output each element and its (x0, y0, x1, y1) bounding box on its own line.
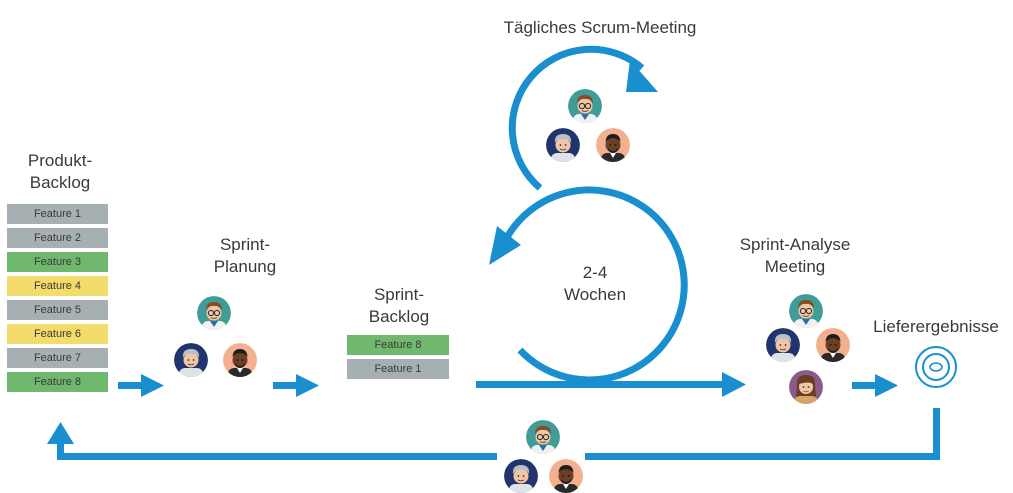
product-backlog-title: Produkt- Backlog (10, 150, 110, 194)
avatar-grey-hair (546, 128, 580, 167)
sprint-review-line2: Meeting (764, 257, 826, 276)
daily-cycle-arc (508, 45, 645, 191)
sprint-planning-line2: Planung (213, 257, 277, 276)
sprint-planning-label: Sprint- Planung (195, 234, 295, 278)
sprint-review-label: Sprint-Analyse Meeting (720, 234, 870, 278)
return-loop-up (57, 440, 64, 460)
deliverables-label: Lieferergebnisse (873, 317, 999, 336)
product-backlog-title-line1: Produkt- (27, 151, 93, 170)
sprint-review-line1: Sprint-Analyse (739, 235, 851, 254)
avatar-dark (596, 128, 630, 167)
sprint-backlog-title-line1: Sprint- (373, 285, 425, 304)
return-loop-right (585, 453, 940, 460)
team-review (766, 294, 850, 410)
sprint-backlog-title-line2: Backlog (368, 307, 430, 326)
flow-arrows (47, 372, 940, 460)
avatar-glasses (789, 294, 823, 333)
sprint-duration-line2: Wochen (563, 285, 627, 304)
product-backlog-item-2: Feature 2 (7, 228, 108, 248)
product-backlog-item-1: Feature 1 (7, 204, 108, 224)
product-backlog-item-3: Feature 3 (7, 252, 108, 272)
product-backlog-item-4: Feature 4 (7, 276, 108, 296)
product-backlog-item-6: Feature 6 (7, 324, 108, 344)
avatar-glasses (526, 420, 560, 459)
sprint-backlog-title: Sprint- Backlog (349, 284, 449, 328)
avatar-dark (549, 459, 583, 493)
product-backlog-item-5: Feature 5 (7, 300, 108, 320)
avatar-grey-hair (174, 343, 208, 382)
return-loop-left (57, 453, 497, 460)
sprint-cycle (501, 45, 688, 384)
team-return (504, 420, 583, 493)
avatar-glasses (568, 89, 602, 128)
avatar-dark (223, 343, 257, 382)
return-loop-down (933, 408, 940, 460)
sprint-backlog-item-2: Feature 1 (347, 359, 449, 379)
arrow-backlog-to-planning (118, 382, 144, 389)
daily-scrum-label: Tägliches Scrum-Meeting (503, 18, 697, 37)
product-backlog-title-line2: Backlog (29, 173, 91, 192)
avatar-glasses (197, 296, 231, 335)
product-backlog-item-7: Feature 7 (7, 348, 108, 368)
avatar-woman (789, 370, 823, 410)
arrow-to-review (476, 381, 726, 388)
avatar-grey-hair (766, 328, 800, 367)
sprint-cycle-arrowhead (489, 226, 521, 265)
sprint-duration-line1: 2-4 (582, 263, 608, 282)
product-backlog-item-8: Feature 8 (7, 372, 108, 392)
daily-cycle-arrowhead (626, 60, 658, 92)
sprint-planning-line1: Sprint- (219, 235, 271, 254)
deliverables-icon (915, 346, 957, 388)
arrow-planning-to-sprint-backlog (273, 382, 299, 389)
team-planning (174, 296, 257, 382)
arrow-review-to-deliverables (852, 382, 878, 389)
team-daily (546, 89, 630, 167)
avatar-grey-hair (504, 459, 538, 493)
sprint-duration-label: 2-4 Wochen (545, 262, 645, 306)
avatar-dark (816, 328, 850, 367)
sprint-cycle-arc (501, 186, 688, 384)
sprint-backlog-item-1: Feature 8 (347, 335, 449, 355)
